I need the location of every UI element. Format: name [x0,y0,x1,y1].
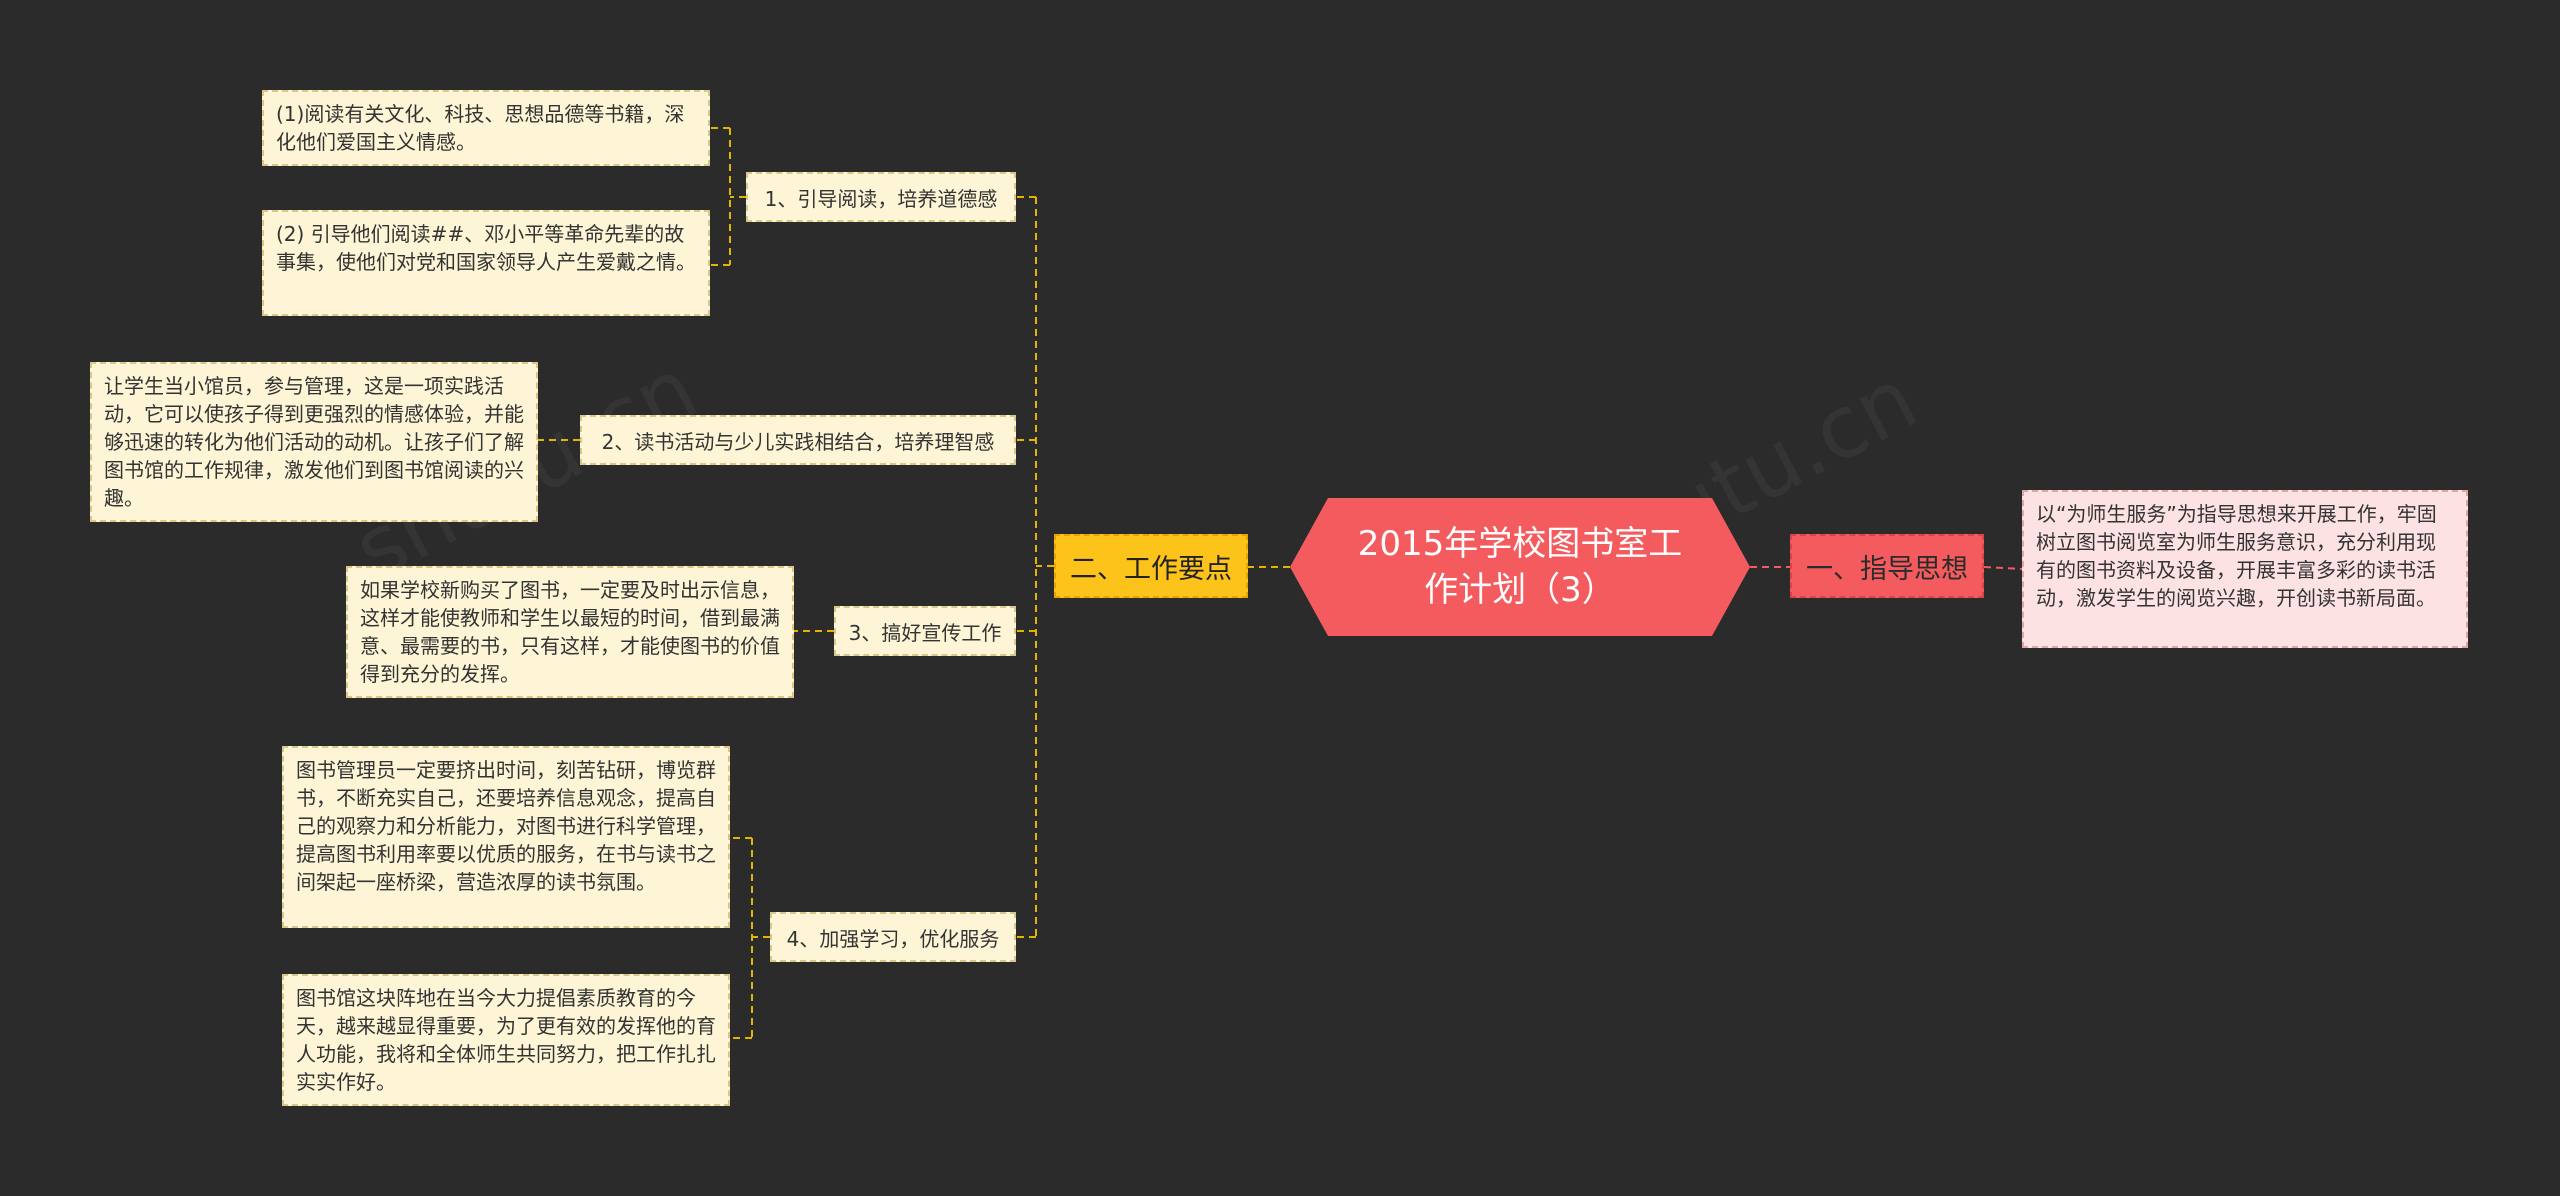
branch-label: 二、工作要点 [1070,553,1232,585]
leaf-text: 如果学校新购买了图书，一定要及时出示信息，这样才能使教师和学生以最短的时间，借到… [360,578,780,686]
subtopic-reading-practice[interactable]: 2、读书活动与少儿实践相结合，培养理智感 [580,415,1016,465]
leaf-text: 让学生当小馆员，参与管理，这是一项实践活动，它可以使孩子得到更强烈的情感体验，并… [104,374,524,510]
branch-work-points[interactable]: 二、工作要点 [1054,534,1248,598]
leaf-revolutionary-stories[interactable]: (2) 引导他们阅读##、邓小平等革命先辈的故事集，使他们对党和国家领导人产生爱… [262,210,710,316]
root-topic[interactable]: 2015年学校图书室工作计划（3） [1290,498,1750,636]
leaf-new-books-info[interactable]: 如果学校新购买了图书，一定要及时出示信息，这样才能使教师和学生以最短的时间，借到… [346,566,794,698]
leaf-reading-culture[interactable]: (1)阅读有关文化、科技、思想品德等书籍，深化他们爱国主义情感。 [262,90,710,166]
leaf-quality-education[interactable]: 图书馆这块阵地在当今大力提倡素质教育的今天，越来越显得重要，为了更有效的发挥他的… [282,974,730,1106]
subtopic-study-service[interactable]: 4、加强学习，优化服务 [770,912,1016,962]
subtopic-label: 4、加强学习，优化服务 [786,926,1000,951]
branch-guiding-idea[interactable]: 一、指导思想 [1790,534,1984,598]
leaf-librarian-study[interactable]: 图书管理员一定要挤出时间，刻苦钻研，博览群书，不断充实自己，还要培养信息观念，提… [282,746,730,928]
leaf-text: 图书管理员一定要挤出时间，刻苦钻研，博览群书，不断充实自己，还要培养信息观念，提… [296,758,716,894]
branch-label: 一、指导思想 [1806,553,1968,585]
link-right-leaf [1983,566,2023,570]
root-title: 2015年学校图书室工作计划（3） [1357,524,1683,610]
subtopic-label: 1、引导阅读，培养道德感 [764,186,998,211]
leaf-text: 图书馆这块阵地在当今大力提倡素质教育的今天，越来越显得重要，为了更有效的发挥他的… [296,986,716,1094]
leaf-guiding-idea[interactable]: 以“为师生服务”为指导思想来开展工作，牢固树立图书阅览室为师生服务意识，充分利用… [2022,490,2468,648]
subtopic-publicity[interactable]: 3、搞好宣传工作 [834,606,1016,656]
subtopic-label: 3、搞好宣传工作 [848,620,1002,645]
leaf-text: (1)阅读有关文化、科技、思想品德等书籍，深化他们爱国主义情感。 [276,102,685,154]
subtopic-label: 2、读书活动与少儿实践相结合，培养理智感 [601,429,995,454]
subtopic-guide-reading[interactable]: 1、引导阅读，培养道德感 [746,172,1016,222]
leaf-text: 以“为师生服务”为指导思想来开展工作，牢固树立图书阅览室为师生服务意识，充分利用… [2036,502,2437,610]
leaf-text: (2) 引导他们阅读##、邓小平等革命先辈的故事集，使他们对党和国家领导人产生爱… [276,222,696,274]
leaf-student-librarian[interactable]: 让学生当小馆员，参与管理，这是一项实践活动，它可以使孩子得到更强烈的情感体验，并… [90,362,538,522]
